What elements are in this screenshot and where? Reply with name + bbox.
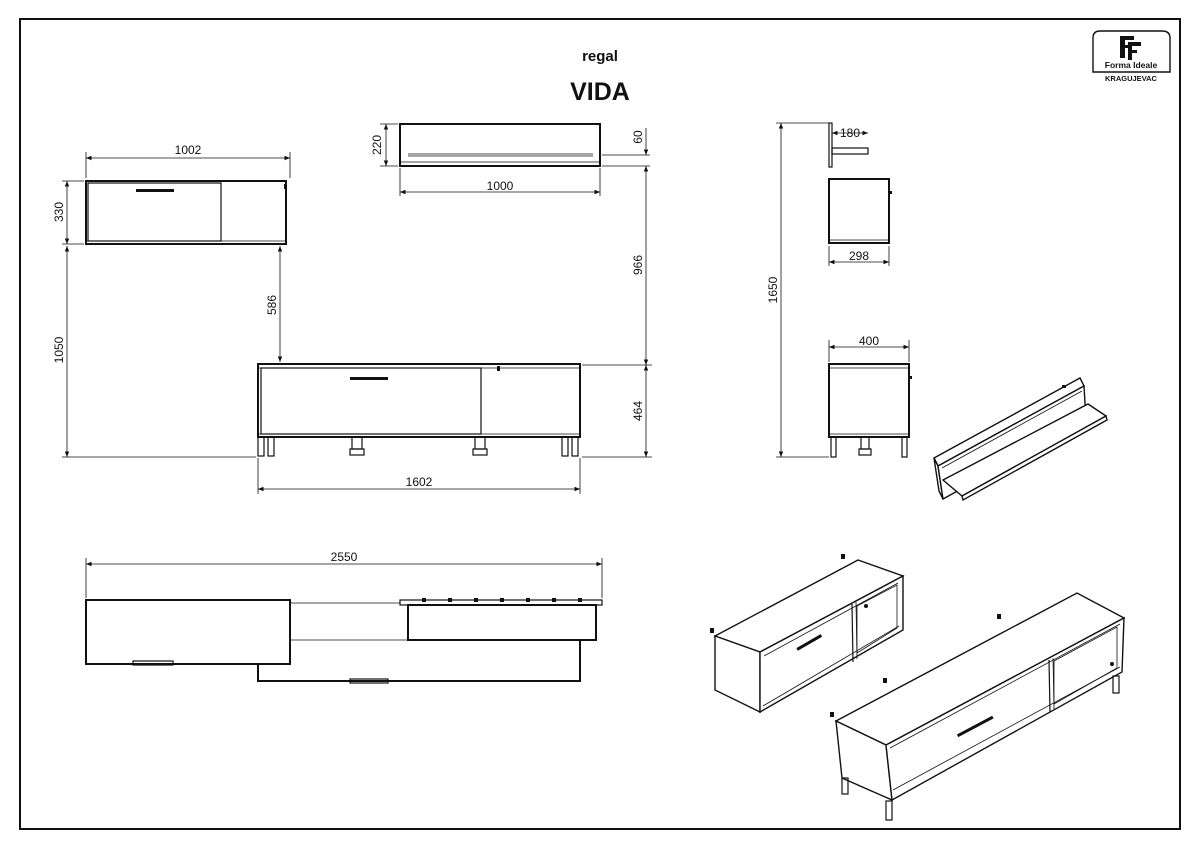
dim-shelf-to-tv: 966 [631,166,649,365]
svg-text:1002: 1002 [175,143,202,157]
dim-side-wall-cabinet-depth: 298 [828,246,890,266]
isometric-wall-cabinet [710,554,905,714]
svg-text:464: 464 [631,401,645,421]
svg-text:KRAGUJEVAC: KRAGUJEVAC [1105,74,1158,83]
isometric-wall-shelf [933,377,1108,502]
dim-tv-unit-width: 1602 [257,458,581,494]
svg-text:1602: 1602 [406,475,433,489]
shelf-pegs [422,598,582,602]
side-view-wall-cabinet [828,178,892,244]
svg-text:60: 60 [631,130,645,144]
dim-wall-cabinet-floor: 1050 [52,246,256,458]
side-view-tv-unit [828,363,912,458]
svg-text:966: 966 [631,255,645,275]
sheet-border [19,18,1181,830]
drawing-title: VIDA [570,78,630,106]
svg-text:400: 400 [859,334,879,348]
wall-shelf-front [399,123,601,167]
dim-shelf-depth: 60 [602,128,650,167]
side-view-shelf [828,122,869,168]
svg-text:Forma Ideale: Forma Ideale [1105,60,1158,70]
svg-text:180: 180 [840,126,860,140]
dim-side-tv-depth: 400 [828,334,910,362]
dim-side-shelf-depth: 180 [832,126,868,140]
svg-text:586: 586 [265,295,279,315]
svg-text:1000: 1000 [487,179,514,193]
svg-text:1050: 1050 [52,336,66,363]
svg-text:220: 220 [370,135,384,155]
wall-cabinet-front [85,180,287,245]
dim-wall-cabinet-width: 1002 [85,143,291,178]
forma-ideale-logo: Forma Ideale KRAGUJEVAC [1092,30,1171,83]
dim-shelf-height: 220 [370,123,398,167]
dim-total-width: 2550 [85,550,603,598]
isometric-tv-unit [830,592,1126,821]
dim-total-height: 1650 [766,122,829,458]
dim-shelf-width: 1000 [399,168,601,196]
svg-text:2550: 2550 [331,550,358,564]
dim-tv-unit-height: 464 [582,364,652,458]
svg-text:298: 298 [849,249,869,263]
dim-cabinet-to-tv: 586 [265,246,283,362]
svg-text:1650: 1650 [766,276,780,303]
dim-wall-cabinet-height: 330 [52,180,84,245]
drawing-subtitle: regal [582,48,618,65]
top-view-plan [85,598,603,684]
tv-unit-front [257,363,581,457]
svg-text:330: 330 [52,202,66,222]
